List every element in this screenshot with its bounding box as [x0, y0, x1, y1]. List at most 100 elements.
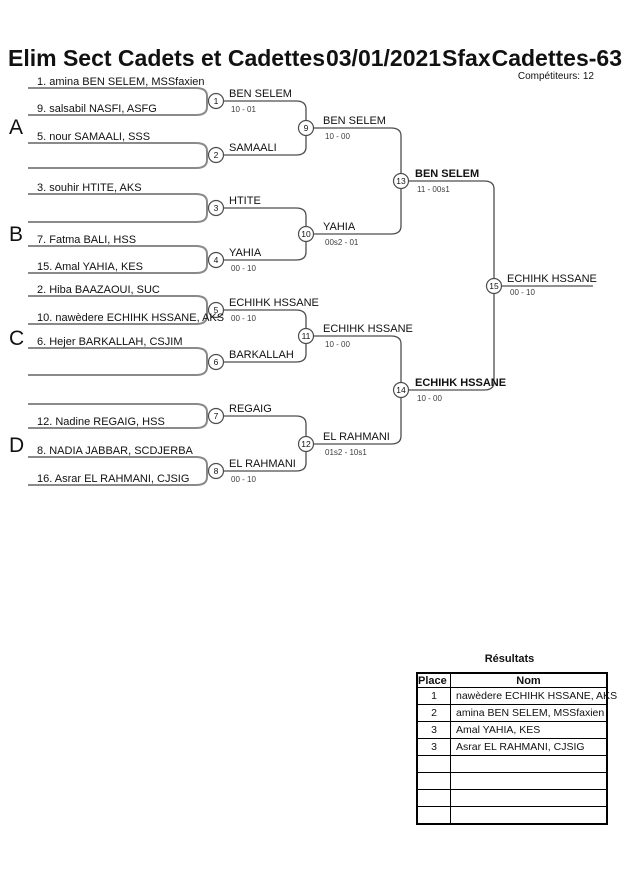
result-name	[450, 772, 608, 790]
bracket-slot-line	[28, 347, 208, 362]
table-row	[416, 789, 608, 807]
match-number: 8	[214, 466, 219, 476]
group-label-b: B	[9, 223, 23, 246]
title-event: Elim Sect Cadets et Cadettes	[8, 45, 326, 71]
bracket-connector-line	[313, 390, 402, 445]
match-number-badge	[207, 199, 225, 217]
entrant-name: 8. NADIA JABBAR, SCDJERBA	[37, 445, 194, 457]
bracket-diagram: A B C D	[9, 76, 597, 486]
bracket-slot-line	[28, 155, 208, 169]
group-label-d: D	[9, 434, 24, 457]
results-title: Résultats	[484, 653, 535, 665]
bracket-slot-line	[28, 471, 208, 486]
match-number: 3	[214, 203, 219, 213]
table-row	[416, 806, 608, 825]
bracket-connector-line	[408, 180, 495, 286]
bracket-connector-line	[223, 100, 307, 128]
result-place: 1	[416, 687, 451, 705]
match-winner-label: ECHIHK HSSANE	[229, 297, 319, 309]
result-name	[450, 789, 608, 807]
match-score: 00 - 10	[231, 314, 256, 323]
bracket-slot-line	[28, 416, 208, 429]
match-winner-label: ECHIHK HSSANE	[323, 323, 413, 335]
bracket-slot-line	[28, 362, 208, 376]
table-row: 3 Asrar EL RAHMANI, CJSIG	[416, 738, 608, 756]
bracket-connector-line	[313, 127, 402, 181]
result-name: nawèdere ECHIHK HSSANE, AKS	[450, 687, 617, 705]
match-number: 9	[304, 123, 309, 133]
bracket-connector-line	[223, 128, 307, 156]
bracket-connector-line	[223, 444, 307, 472]
match-winner-label: BARKALLAH	[229, 349, 294, 361]
match-number: 11	[302, 331, 311, 341]
match-score: 00 - 10	[231, 264, 256, 273]
bracket-slot-line	[28, 456, 208, 471]
result-place	[416, 755, 451, 773]
result-name: amina BEN SELEM, MSSfaxien	[450, 704, 608, 722]
bracket-connector-line	[408, 286, 495, 391]
match-number: 14	[396, 385, 406, 395]
entrant-name: 10. nawèdere ECHIHK HSSANE, AKS	[37, 312, 224, 324]
match-winner-label: YAHIA	[229, 247, 262, 259]
match-number-badge	[297, 225, 315, 243]
result-place	[416, 806, 451, 825]
bracket-slot-line	[28, 87, 208, 101]
result-name: Asrar EL RAHMANI, CJSIG	[450, 738, 608, 756]
champion-label: ECHIHK HSSANE	[507, 273, 597, 285]
title-date: 03/01/2021	[325, 45, 442, 71]
table-row: 3 Amal YAHIA, KES	[416, 721, 608, 739]
match-winner-label: REGAIG	[229, 403, 272, 415]
result-name: Amal YAHIA, KES	[450, 721, 608, 739]
match-number: 7	[214, 411, 219, 421]
entrant-name: 1. amina BEN SELEM, MSSfaxien	[37, 76, 205, 88]
match-number-badge	[297, 435, 315, 453]
match-number: 1	[214, 96, 219, 106]
bracket-slot-line	[28, 101, 208, 116]
entrant-name: 15. Amal YAHIA, KES	[37, 261, 143, 273]
match-number-badge	[207, 146, 225, 164]
results-header-row: Place Nom	[416, 672, 608, 688]
table-row: 1 nawèdere ECHIHK HSSANE, AKS	[416, 687, 617, 705]
bracket-slot-line	[28, 142, 208, 155]
match-number-badge	[485, 277, 503, 295]
bracket-connector-line	[223, 234, 307, 261]
bracket-connector-line	[223, 336, 307, 363]
result-place	[416, 789, 451, 807]
entrant-name: 2. Hiba BAAZAOUI, SUC	[37, 284, 160, 296]
match-number-badge	[297, 119, 315, 137]
bracket-slot-line	[28, 310, 208, 325]
match-score: 00 - 10	[510, 288, 535, 297]
bracket-slot-line	[28, 295, 208, 310]
title-city: Sfax	[442, 45, 491, 71]
entrant-name: 16. Asrar EL RAHMANI, CJSIG	[37, 473, 189, 485]
entrant-name: 6. Hejer BARKALLAH, CSJIM	[37, 336, 183, 348]
match-score: 00s2 - 01	[325, 238, 359, 247]
match-winner-label: SAMAALI	[229, 142, 277, 154]
result-place	[416, 772, 451, 790]
table-row: 2 amina BEN SELEM, MSSfaxien	[416, 704, 608, 722]
match-winner-label: ECHIHK HSSANE	[415, 377, 506, 389]
table-row	[416, 772, 608, 790]
match-number: 13	[396, 176, 406, 186]
bracket-slot-line	[28, 193, 208, 208]
competitors-count: Compétiteurs: 12	[517, 71, 594, 82]
results-col-nom: Nom	[450, 672, 608, 688]
match-winner-label: HTITE	[229, 195, 261, 207]
match-number-badge	[207, 462, 225, 480]
entrant-name: 5. nour SAMAALI, SSS	[37, 131, 150, 143]
result-place: 3	[416, 721, 451, 739]
bracket-slot-line	[28, 208, 208, 223]
group-label-a: A	[9, 116, 23, 139]
match-number-badge	[297, 327, 315, 345]
results-col-place: Place	[416, 672, 451, 688]
match-winner-label: BEN SELEM	[415, 168, 479, 180]
match-number: 6	[214, 357, 219, 367]
result-name	[450, 806, 608, 825]
match-winner-label: BEN SELEM	[323, 115, 386, 127]
bracket-connector-line	[313, 181, 402, 235]
bracket-slot-line	[28, 260, 208, 274]
entrant-name: 3. souhir HTITE, AKS	[37, 182, 142, 194]
result-place: 2	[416, 704, 451, 722]
match-score: 10 - 00	[417, 394, 442, 403]
bracket-slot-line	[28, 245, 208, 260]
